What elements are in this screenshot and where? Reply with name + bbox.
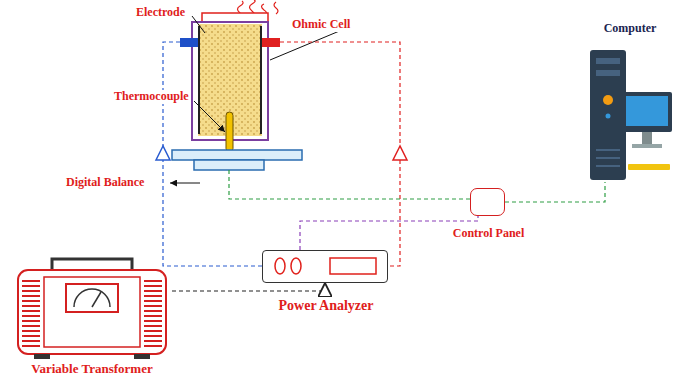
flow-triangle bbox=[393, 146, 407, 160]
part-label: Thermocouple bbox=[112, 90, 191, 104]
signal-connector bbox=[300, 216, 478, 250]
computer-tower bbox=[590, 50, 626, 180]
tower-vent bbox=[596, 157, 620, 159]
leader-arrow bbox=[194, 101, 225, 132]
blue-wire bbox=[163, 42, 262, 266]
monitor-stand bbox=[642, 132, 652, 144]
node-label: Computer bbox=[604, 22, 657, 36]
transformer-panel bbox=[44, 277, 140, 347]
computer-node: Computer bbox=[588, 40, 672, 182]
part-label: Digital Balance bbox=[64, 176, 146, 190]
power-analyzer-box: Power Analyzer bbox=[262, 250, 388, 283]
power-button bbox=[603, 95, 613, 105]
signal-connector bbox=[505, 182, 605, 202]
gauge-dial bbox=[74, 289, 110, 307]
drive-bay bbox=[596, 58, 620, 64]
gauge-window bbox=[66, 284, 118, 312]
part-label: Ohmic Cell bbox=[290, 18, 352, 32]
transformer-node: Variable Transformer bbox=[12, 255, 172, 361]
keyboard bbox=[628, 164, 670, 170]
thermocouple-probe bbox=[226, 112, 233, 152]
analyzer-knob bbox=[275, 258, 285, 274]
electrode-terminal bbox=[262, 38, 280, 47]
leader-line bbox=[270, 27, 349, 60]
analyzer-knob bbox=[291, 258, 301, 274]
gauge-needle bbox=[92, 292, 101, 307]
monitor-frame bbox=[622, 92, 672, 132]
red-wire bbox=[280, 42, 400, 266]
computer-illustration bbox=[590, 50, 672, 180]
indicator-light bbox=[606, 114, 611, 119]
steam-wisp bbox=[274, 2, 278, 14]
transformer-illustration bbox=[18, 259, 166, 359]
transformer-foot bbox=[134, 354, 150, 359]
transformer-body bbox=[18, 270, 166, 354]
leader-line bbox=[192, 16, 205, 33]
signal-connector bbox=[172, 283, 325, 291]
flow-triangle bbox=[156, 146, 170, 160]
tower-vent bbox=[596, 165, 620, 167]
leader-arrow bbox=[170, 183, 200, 184]
winding-stripes bbox=[22, 277, 40, 347]
analyzer-display bbox=[330, 258, 376, 274]
part-label: Electrode bbox=[134, 6, 187, 20]
cell-lid bbox=[202, 13, 268, 22]
node-label: Variable Transformer bbox=[31, 362, 152, 377]
balance-signal-wire bbox=[229, 170, 470, 199]
tower-vent bbox=[596, 149, 620, 151]
drive-bay bbox=[596, 70, 620, 76]
balance-plate bbox=[172, 150, 302, 160]
control-panel-box: Control Panel bbox=[470, 188, 505, 216]
balance-base bbox=[194, 160, 264, 170]
electrode-plate bbox=[260, 26, 262, 134]
electrode-plate bbox=[198, 26, 200, 134]
winding-stripes bbox=[144, 277, 162, 347]
node-label: Power Analyzer bbox=[279, 298, 374, 314]
transformer-foot bbox=[34, 354, 50, 359]
node-label: Control Panel bbox=[453, 227, 524, 241]
electrode-terminal bbox=[180, 38, 198, 47]
monitor-screen bbox=[626, 96, 668, 126]
monitor-base bbox=[632, 144, 662, 148]
